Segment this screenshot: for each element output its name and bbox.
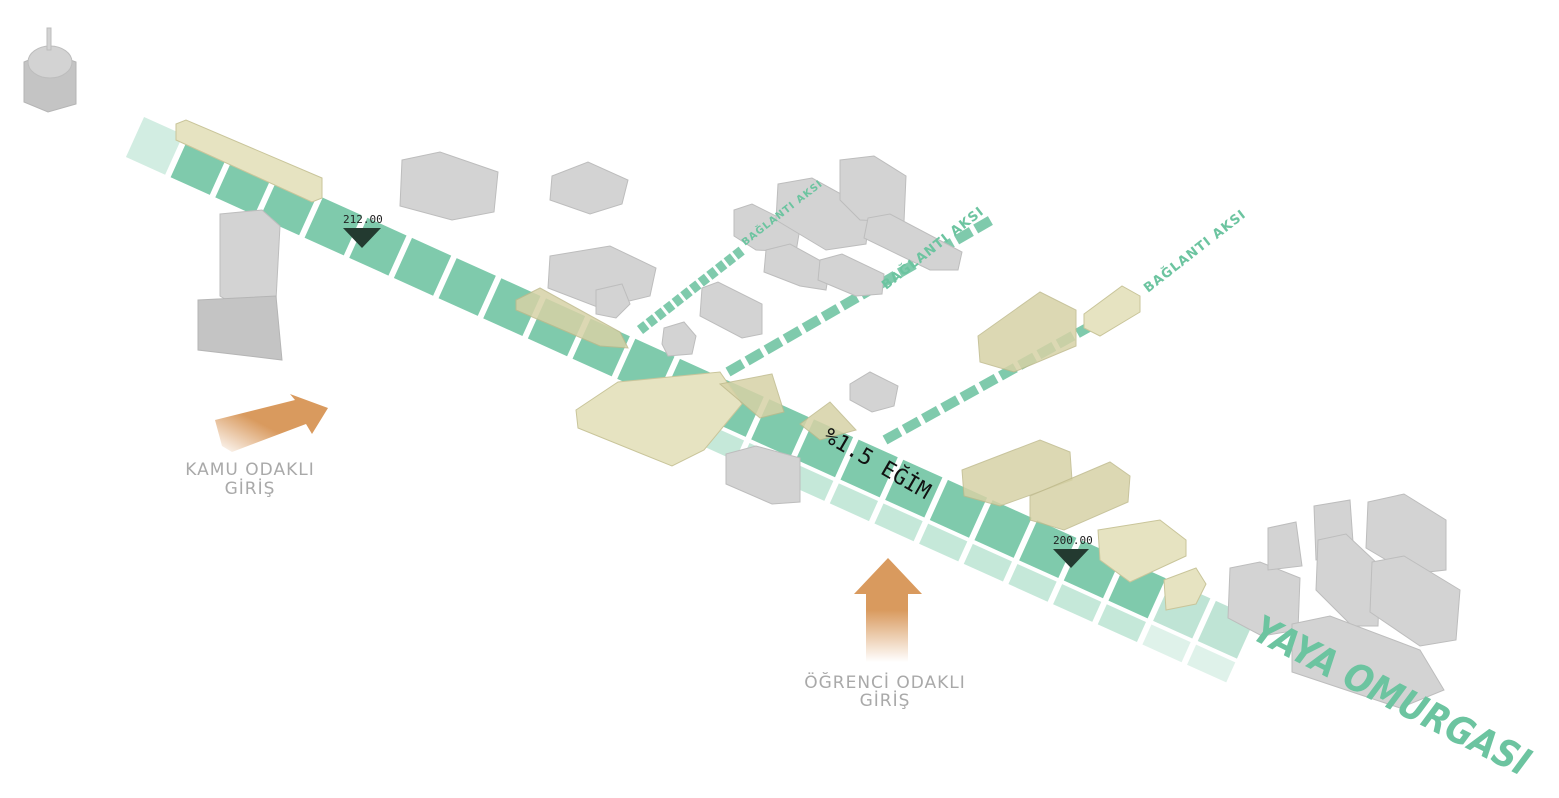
axis-tile — [763, 337, 784, 355]
connection-axis-1 — [636, 246, 745, 334]
spine-tile-light — [1187, 644, 1236, 683]
elevation-triangle-icon — [343, 228, 381, 248]
axis-tile — [973, 216, 993, 234]
elevation-triangle-icon — [1053, 549, 1089, 568]
axis-tile — [901, 416, 922, 434]
public-entry-label: GİRİŞ — [225, 478, 276, 499]
axis-tile — [636, 321, 650, 334]
spine-tile — [885, 459, 943, 518]
axis-tile — [662, 300, 676, 314]
spine-tile-light — [963, 543, 1013, 582]
spine-tile — [125, 116, 184, 175]
axis-tile — [896, 260, 917, 278]
spine-tile — [1019, 520, 1077, 579]
public-entry-label: KAMU ODAKLI — [185, 460, 314, 480]
elevation-label: 200.00 — [1053, 534, 1093, 547]
spine-tile-light — [1053, 584, 1102, 622]
spine-tile-light — [1142, 624, 1191, 663]
proposed-buildings — [175, 119, 1207, 611]
axis-tile — [782, 326, 803, 344]
axis-tile — [882, 427, 903, 445]
spine-tile-light — [874, 503, 923, 542]
axis-tile — [820, 304, 841, 322]
student-entry-label: ÖĞRENCİ ODAKLI — [804, 671, 966, 693]
student-entry-arrow-icon — [854, 558, 922, 662]
spine-label: YAYA OMURGASI — [1246, 607, 1538, 785]
spine-tile-light — [1008, 563, 1057, 602]
connection-axis-label: BAĞLANTI AKSI — [1141, 206, 1250, 296]
axis-tile — [732, 246, 745, 260]
axis-tile — [706, 266, 719, 280]
axis-tile — [654, 307, 667, 321]
mosque — [23, 27, 77, 113]
axis-tile — [801, 315, 822, 333]
axis-tile — [744, 348, 765, 366]
spine-tile-light — [919, 523, 968, 562]
student-entry-label: GİRİŞ — [860, 690, 911, 711]
existing-buildings — [23, 27, 1461, 709]
elevation-marker-bottom: 200.00 — [1053, 534, 1093, 568]
axis-tile — [725, 359, 746, 377]
spine-tile — [304, 197, 362, 256]
spine-tile-light — [1097, 604, 1146, 643]
spine-tile — [483, 278, 541, 337]
axis-tile — [959, 384, 980, 402]
axis-tile — [688, 280, 702, 294]
spine-tile — [393, 237, 452, 296]
axis-tile — [714, 260, 728, 273]
axis-tile — [697, 273, 711, 287]
public-entry-arrow-icon — [215, 394, 328, 452]
spine-tile — [974, 500, 1032, 558]
axis-tile — [680, 287, 693, 301]
spine-tile — [438, 258, 496, 316]
axis-tile — [921, 406, 941, 424]
elevation-marker-top: 212.00 — [343, 213, 383, 248]
axis-tile — [645, 314, 659, 328]
axis-tile — [978, 374, 999, 392]
spine-tile — [349, 217, 407, 276]
elevation-label: 212.00 — [343, 213, 383, 226]
spine-tile-light — [829, 483, 879, 522]
axis-tile — [723, 253, 737, 267]
spine-tile — [840, 439, 898, 498]
axis-tile — [940, 395, 961, 413]
axis-tile — [839, 293, 860, 311]
axis-tile — [671, 294, 685, 307]
axis-tile — [954, 227, 974, 245]
